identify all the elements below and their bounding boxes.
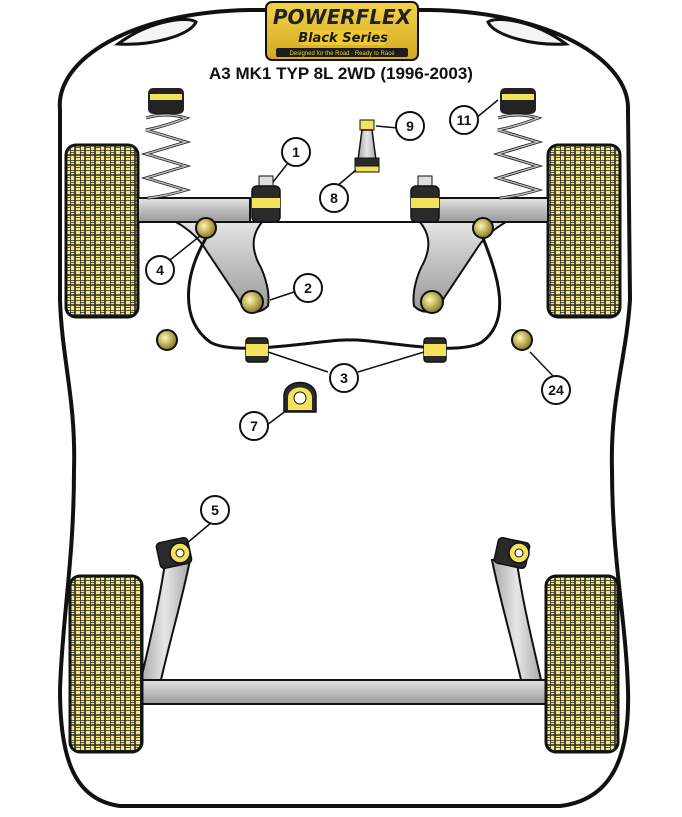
callout-8: 8 xyxy=(319,183,349,213)
left-arb-bush xyxy=(245,337,269,363)
callout-1: 1 xyxy=(281,137,311,167)
callout-9: 9 xyxy=(395,111,425,141)
rear-left-tyre xyxy=(68,574,144,754)
callout-24: 24 xyxy=(541,375,571,405)
svg-text:11: 11 xyxy=(457,112,472,128)
svg-text:2: 2 xyxy=(304,280,312,296)
svg-text:8: 8 xyxy=(330,190,338,206)
callout-5: 5 xyxy=(200,495,230,525)
left-wishbone xyxy=(172,221,270,313)
svg-text:Black Series: Black Series xyxy=(298,31,388,46)
right-wishbone xyxy=(412,221,510,313)
callout-11: 11 xyxy=(449,105,479,135)
svg-text:5: 5 xyxy=(211,502,219,518)
left-mount-bush xyxy=(251,175,281,223)
svg-text:7: 7 xyxy=(250,418,258,434)
front-anti-roll-bar xyxy=(187,237,502,350)
right-side-bush xyxy=(511,329,533,351)
callout-3: 3 xyxy=(329,363,359,393)
callout-7: 7 xyxy=(239,411,269,441)
right-mount-bush xyxy=(410,175,440,223)
front-right-tyre xyxy=(546,143,622,319)
page-title: A3 MK1 TYP 8L 2WD (1996-2003) xyxy=(209,64,473,83)
left-rear-bush xyxy=(155,536,193,570)
left-side-bush xyxy=(156,329,178,351)
callout-2: 2 xyxy=(293,273,323,303)
front-left-tyre xyxy=(64,143,140,319)
left-rear-trailing-arm xyxy=(138,554,192,685)
gearbox-mount-bush xyxy=(283,381,317,413)
left-wishbone-rear-bush xyxy=(240,290,264,314)
dogbone-mount xyxy=(354,119,380,173)
right-rear-trailing-arm xyxy=(490,554,544,685)
right-wishbone-front-bush xyxy=(472,217,494,239)
svg-text:POWERFLEX: POWERFLEX xyxy=(273,5,413,29)
right-arb-bush xyxy=(423,337,447,363)
left-wishbone-front-bush xyxy=(195,217,217,239)
front-right-spring xyxy=(492,88,544,200)
right-wishbone-rear-bush xyxy=(420,290,444,314)
left-headlight xyxy=(113,18,198,46)
front-left-spring xyxy=(140,88,192,200)
leader-lines xyxy=(169,99,555,545)
svg-text:4: 4 xyxy=(156,262,164,278)
right-rear-bush xyxy=(493,536,531,570)
svg-text:9: 9 xyxy=(406,118,414,134)
svg-text:1: 1 xyxy=(292,144,300,160)
powerflex-logo: POWERFLEX Black Series Designed for the … xyxy=(265,1,419,61)
svg-text:24: 24 xyxy=(548,382,564,398)
rear-axle-beam xyxy=(139,679,549,705)
car-body-outline xyxy=(57,8,633,808)
right-headlight xyxy=(486,18,571,46)
svg-text:Designed for the Road · Ready: Designed for the Road · Ready to Race xyxy=(289,51,395,57)
rear-right-tyre xyxy=(544,574,620,754)
callout-4: 4 xyxy=(145,255,175,285)
svg-text:3: 3 xyxy=(340,370,348,386)
